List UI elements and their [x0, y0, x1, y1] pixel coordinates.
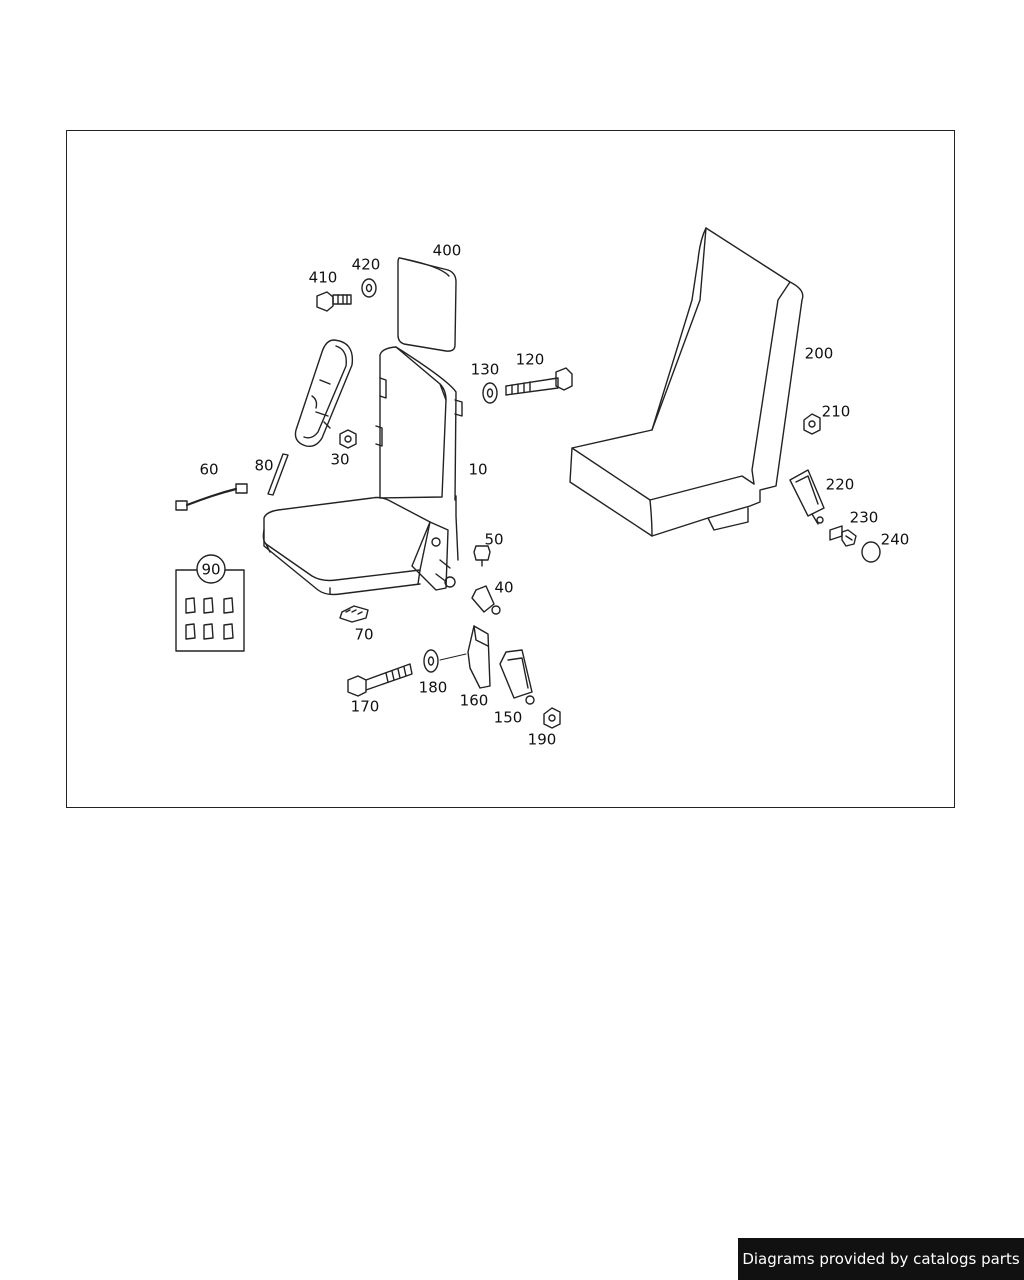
- footer-credit-text: Diagrams provided by catalogs parts: [742, 1250, 1020, 1268]
- part-60-cable[interactable]: [175, 483, 248, 511]
- callout-230[interactable]: 230: [849, 508, 879, 527]
- callout-90[interactable]: 90: [201, 560, 221, 579]
- part-120-bolt[interactable]: [505, 367, 573, 396]
- part-180-washer[interactable]: [423, 649, 439, 673]
- callout-60[interactable]: 60: [199, 460, 219, 479]
- callout-10[interactable]: 10: [468, 460, 488, 479]
- callout-420[interactable]: 420: [351, 255, 381, 274]
- callout-210[interactable]: 210: [821, 402, 851, 421]
- part-80-rod[interactable]: [267, 453, 289, 496]
- part-40-buckle[interactable]: [471, 585, 501, 615]
- part-200-seat[interactable]: [569, 227, 804, 537]
- part-410-bolt[interactable]: [316, 291, 352, 312]
- leader-line-180: [439, 653, 467, 661]
- callout-220[interactable]: 220: [825, 475, 855, 494]
- callout-80[interactable]: 80: [254, 456, 274, 475]
- part-90-callout-circle: [196, 554, 226, 584]
- callout-50[interactable]: 50: [484, 530, 504, 549]
- callout-170[interactable]: 170: [350, 697, 380, 716]
- part-50-clip[interactable]: [473, 545, 491, 567]
- part-30-side-panel[interactable]: [294, 339, 354, 448]
- callout-180[interactable]: 180: [418, 678, 448, 697]
- callout-160[interactable]: 160: [459, 691, 489, 710]
- part-150-buckle[interactable]: [499, 649, 535, 705]
- part-170-bolt[interactable]: [347, 663, 413, 697]
- part-70-clip[interactable]: [339, 605, 369, 623]
- part-210-nut[interactable]: [803, 413, 821, 435]
- callout-400[interactable]: 400: [432, 241, 462, 260]
- part-220-latch[interactable]: [789, 469, 825, 525]
- parts-diagram-frame: [66, 130, 955, 808]
- callout-240[interactable]: 240: [880, 530, 910, 549]
- callout-120[interactable]: 120: [515, 350, 545, 369]
- footer-credit-badge: Diagrams provided by catalogs parts: [738, 1238, 1024, 1280]
- part-240-cap[interactable]: [861, 541, 881, 563]
- callout-410[interactable]: 410: [308, 268, 338, 287]
- callout-40[interactable]: 40: [494, 578, 514, 597]
- callout-150[interactable]: 150: [493, 708, 523, 727]
- callout-200[interactable]: 200: [804, 344, 834, 363]
- callout-70[interactable]: 70: [354, 625, 374, 644]
- part-400-headrest[interactable]: [397, 257, 457, 352]
- part-190-nut[interactable]: [543, 707, 561, 729]
- part-420-washer[interactable]: [361, 278, 377, 298]
- part-130-washer[interactable]: [482, 382, 498, 404]
- part-160-bracket[interactable]: [467, 625, 491, 689]
- part-230-screw[interactable]: [829, 525, 857, 547]
- part-10-seat[interactable]: [262, 346, 463, 596]
- callout-130[interactable]: 130: [470, 360, 500, 379]
- callout-30[interactable]: 30: [330, 450, 350, 469]
- part-30-nut[interactable]: [339, 429, 357, 449]
- callout-190[interactable]: 190: [527, 730, 557, 749]
